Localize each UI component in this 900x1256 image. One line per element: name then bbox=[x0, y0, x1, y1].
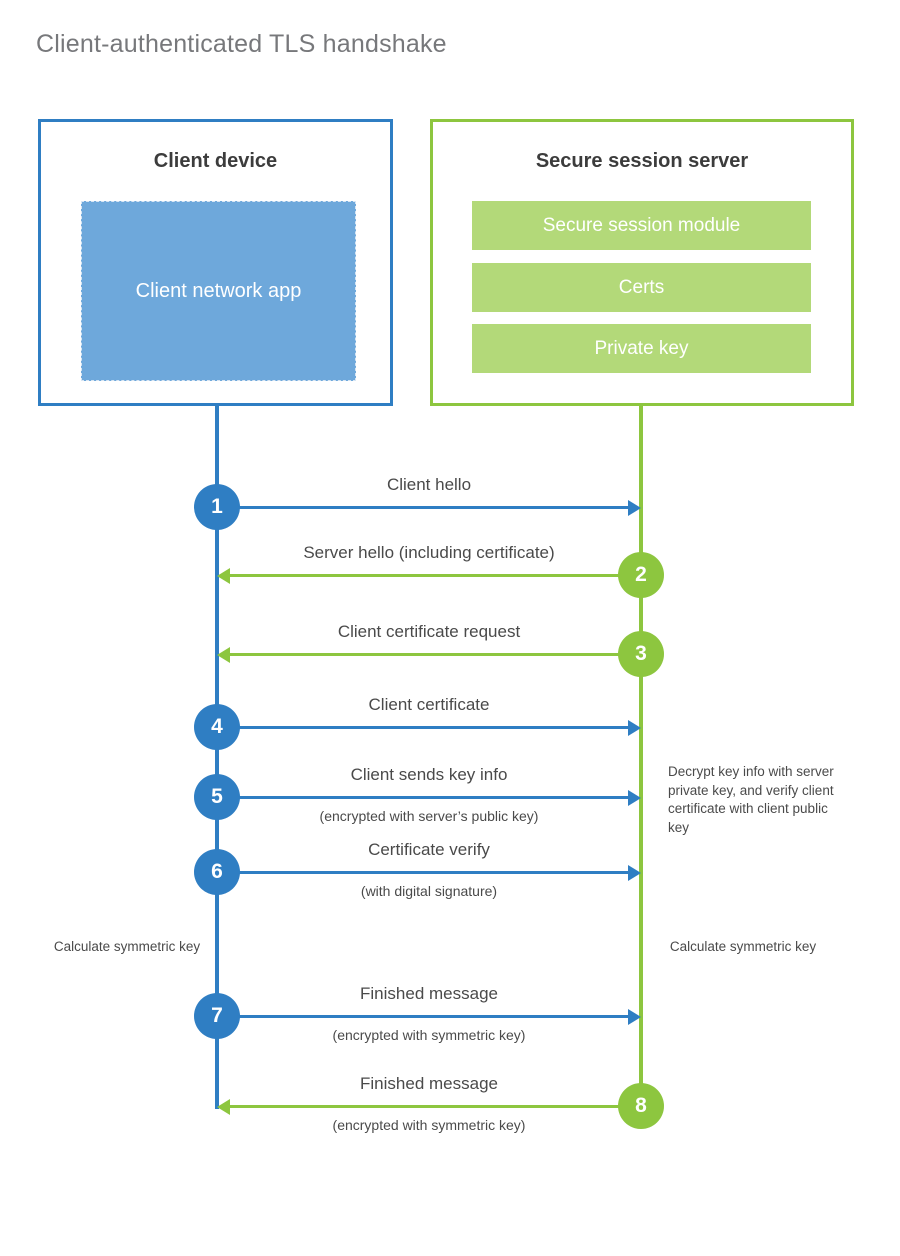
arrow-head-right-icon bbox=[628, 1009, 641, 1025]
server-component-label: Secure session module bbox=[542, 214, 741, 236]
step-number: 6 bbox=[211, 860, 223, 883]
arrow-head-left-icon bbox=[217, 1099, 230, 1115]
message-sublabel: (encrypted with symmetric key) bbox=[332, 1117, 526, 1133]
note-server-calculate-symmetric-key: Calculate symmetric key bbox=[669, 939, 817, 954]
note-server-decrypt: Decrypt key info with server private key… bbox=[668, 764, 834, 835]
message-sublabel: (encrypted with symmetric key) bbox=[332, 1027, 526, 1043]
server-component-certs: Certs bbox=[472, 263, 811, 312]
message-label: Finished message bbox=[360, 1074, 498, 1093]
client-device-title: Client device bbox=[153, 150, 278, 172]
step-number: 7 bbox=[211, 1004, 223, 1027]
message-label: Client hello bbox=[386, 475, 472, 494]
secure-session-server-title: Secure session server bbox=[535, 150, 749, 172]
step-circle-1[interactable]: 1 bbox=[194, 484, 240, 530]
server-component-label: Private key bbox=[594, 337, 689, 359]
step-number: 8 bbox=[635, 1094, 647, 1117]
client-network-app-block: Client network app bbox=[81, 201, 356, 381]
message-label: Client sends key info bbox=[350, 765, 508, 784]
client-device-box: Client device Client network app bbox=[38, 119, 393, 406]
step-circle-8[interactable]: 8 bbox=[618, 1083, 664, 1129]
step-circle-7[interactable]: 7 bbox=[194, 993, 240, 1039]
arrow-line bbox=[217, 506, 628, 509]
message-label: Certificate verify bbox=[368, 840, 490, 859]
server-lifeline bbox=[639, 403, 643, 1109]
step-number: 4 bbox=[211, 715, 223, 738]
message-label: Client certificate request bbox=[337, 622, 521, 641]
message-label: Server hello (including certificate) bbox=[303, 543, 555, 562]
arrow-head-right-icon bbox=[628, 790, 641, 806]
server-component-secure-session-module: Secure session module bbox=[472, 201, 811, 250]
message-sublabel: (with digital signature) bbox=[360, 883, 498, 899]
arrow-line bbox=[217, 796, 628, 799]
step-number: 2 bbox=[635, 563, 647, 586]
message-label: Finished message bbox=[360, 984, 498, 1003]
arrow-head-left-icon bbox=[217, 647, 230, 663]
server-component-private-key: Private key bbox=[472, 324, 811, 373]
step-number: 1 bbox=[211, 495, 223, 518]
arrow-line bbox=[217, 871, 628, 874]
step-circle-4[interactable]: 4 bbox=[194, 704, 240, 750]
step-number: 3 bbox=[635, 642, 647, 665]
note-client-calculate-symmetric-key: Calculate symmetric key bbox=[53, 939, 201, 954]
secure-session-server-box: Secure session server Secure session mod… bbox=[430, 119, 854, 406]
arrow-head-right-icon bbox=[628, 720, 641, 736]
step-number: 5 bbox=[211, 785, 223, 808]
arrow-line bbox=[217, 1015, 628, 1018]
arrow-line bbox=[230, 1105, 641, 1108]
arrow-head-right-icon bbox=[628, 865, 641, 881]
step-circle-5[interactable]: 5 bbox=[194, 774, 240, 820]
step-circle-3[interactable]: 3 bbox=[618, 631, 664, 677]
message-label: Client certificate bbox=[368, 695, 490, 714]
step-circle-6[interactable]: 6 bbox=[194, 849, 240, 895]
arrow-line bbox=[217, 726, 628, 729]
arrow-head-left-icon bbox=[217, 568, 230, 584]
client-network-app-label: Client network app bbox=[135, 279, 302, 302]
server-component-label: Certs bbox=[618, 276, 665, 298]
arrow-head-right-icon bbox=[628, 500, 641, 516]
message-sublabel: (encrypted with server’s public key) bbox=[319, 808, 539, 824]
page-title: Client-authenticated TLS handshake bbox=[36, 30, 447, 58]
step-circle-2[interactable]: 2 bbox=[618, 552, 664, 598]
client-lifeline bbox=[215, 403, 219, 1109]
arrow-line bbox=[230, 653, 641, 656]
arrow-line bbox=[230, 574, 641, 577]
